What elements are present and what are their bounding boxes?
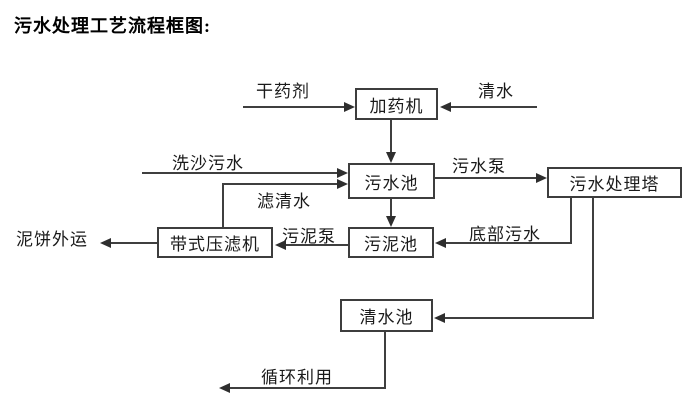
- arrowhead-filtered-water: [337, 179, 348, 189]
- edge-line-sewage-pump: [435, 177, 536, 179]
- edge-label-sand-washing: 洗沙污水: [172, 154, 244, 173]
- node-sludge-pool: 污泥池: [348, 227, 434, 258]
- edge-label-filtered-water: 滤清水: [257, 192, 311, 211]
- edge-line-clear-water-in: [451, 106, 537, 108]
- arrowhead-clear-water-in: [440, 102, 451, 112]
- arrowhead-dry-chemical: [344, 102, 355, 112]
- edge-line-sand-washing: [142, 172, 337, 174]
- edge-label-bottom-sewage: 底部污水: [469, 225, 541, 244]
- edge-line-sludge-pump: [286, 244, 348, 246]
- arrowhead-sludge-pump: [275, 240, 286, 250]
- edge-label-dry-chemical: 干药剂: [256, 82, 310, 101]
- edge-line-tower-to-clear-horizontal: [445, 317, 594, 319]
- arrowhead-dosing-to-sewage: [386, 152, 396, 163]
- edge-line-tower-to-clear-vertical: [592, 198, 594, 318]
- edge-line-dosing-to-sewage: [390, 120, 392, 153]
- edge-label-mud-cake-out: 泥饼外运: [16, 230, 88, 249]
- arrowhead-sewage-pump: [536, 173, 547, 183]
- edge-label-sewage-pump: 污水泵: [452, 157, 506, 176]
- edge-line-sewage-to-sludge: [390, 199, 392, 217]
- edge-line-bottom-sewage-vertical: [570, 198, 572, 244]
- edge-label-recycle: 循环利用: [261, 368, 333, 387]
- edge-line-recycle-horizontal: [230, 387, 386, 389]
- arrowhead-recycle: [219, 383, 230, 393]
- edge-label-clear-water-in: 清水: [478, 82, 514, 101]
- edge-line-mud-cake-out: [111, 242, 157, 244]
- arrowhead-bottom-sewage: [435, 238, 446, 248]
- node-dosing-machine: 加药机: [355, 88, 438, 120]
- node-sewage-pool: 污水池: [348, 163, 435, 199]
- edge-label-sludge-pump: 污泥泵: [282, 227, 336, 246]
- edge-line-recycle-vertical: [384, 332, 386, 389]
- arrowhead-tower-to-clear: [434, 313, 445, 323]
- arrowhead-sewage-to-sludge: [386, 216, 396, 227]
- arrowhead-sand-washing: [337, 168, 348, 178]
- node-belt-filter-press: 带式压滤机: [157, 227, 273, 258]
- edge-line-filtered-water-vertical: [222, 183, 224, 227]
- node-clear-water-pool: 清水池: [340, 299, 433, 332]
- edge-line-filtered-water-horizontal: [222, 183, 337, 185]
- edge-line-dry-chemical: [243, 106, 344, 108]
- node-treatment-tower: 污水处理塔: [547, 167, 682, 198]
- edge-line-bottom-sewage-horizontal: [446, 242, 572, 244]
- arrowhead-mud-cake-out: [100, 238, 111, 248]
- page-title: 污水处理工艺流程框图:: [14, 16, 211, 36]
